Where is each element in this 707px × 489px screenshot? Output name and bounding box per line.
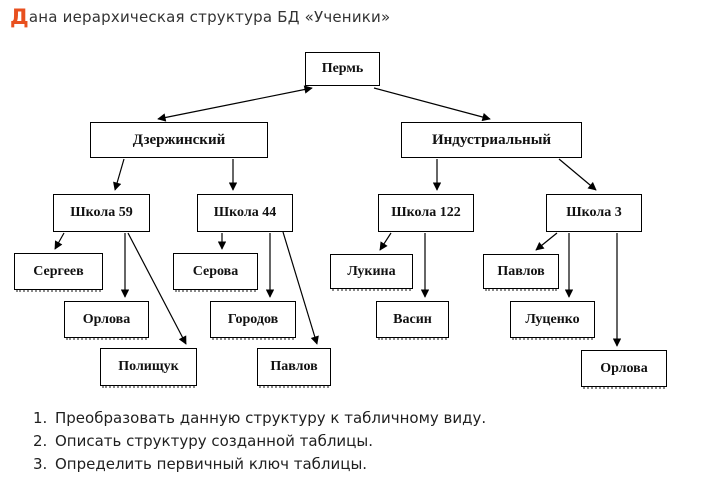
node-orlova-school3: Орлова xyxy=(581,350,667,389)
task-number: 1. xyxy=(33,409,48,427)
task-item: 1. Преобразовать данную структуру к табл… xyxy=(33,407,486,430)
node-lutsenko: Луценко xyxy=(510,301,595,340)
arrow-school44-pavlov xyxy=(282,231,319,345)
arrow-dzerzhinsky-school59 xyxy=(113,158,125,191)
node-lukina: Лукина xyxy=(330,254,413,291)
arrow-perm-industrialny xyxy=(373,87,491,122)
title-text: ана иерархическая структура БД «Ученики» xyxy=(28,8,391,26)
task-number: 3. xyxy=(33,455,48,473)
node-school59: Школа 59 xyxy=(53,194,150,232)
title-drop-cap: Д xyxy=(10,5,29,29)
node-school44: Школа 44 xyxy=(197,194,293,232)
node-orlova-school59: Орлова xyxy=(64,301,149,340)
node-gorodov: Городов xyxy=(210,301,296,340)
node-serova: Серова xyxy=(173,253,258,292)
arrow-school122-lukina xyxy=(379,232,392,251)
node-sergeev: Сергеев xyxy=(14,253,103,292)
arrow-industrialny-school3 xyxy=(558,158,597,191)
node-school3: Школа 3 xyxy=(546,194,642,232)
arrow-school59-polishchuk xyxy=(127,232,187,345)
node-polishchuk: Полищук xyxy=(100,348,197,388)
task-list: 1. Преобразовать данную структуру к табл… xyxy=(33,407,486,476)
arrow-school3-pavlov xyxy=(535,232,558,251)
task-text: Определить первичный ключ таблицы. xyxy=(55,455,368,473)
node-pavlov-school44: Павлов xyxy=(257,348,331,388)
arrow-perm-dzerzhinsky xyxy=(157,85,313,122)
task-number: 2. xyxy=(33,432,48,450)
node-perm: Пермь xyxy=(305,52,380,86)
node-school122: Школа 122 xyxy=(378,194,474,232)
task-item: 2. Описать структуру созданной таблицы. xyxy=(33,430,486,453)
node-dzerzhinsky: Дзержинский xyxy=(90,122,268,158)
node-vasin: Васин xyxy=(376,301,449,340)
task-item: 3. Определить первичный ключ таблицы. xyxy=(33,453,486,476)
task-text: Преобразовать данную структуру к табличн… xyxy=(55,409,487,427)
node-pavlov-school3: Павлов xyxy=(483,254,559,291)
arrow-school59-sergeev xyxy=(54,232,65,250)
task-text: Описать структуру созданной таблицы. xyxy=(55,432,373,450)
page-title: Дана иерархическая структура БД «Ученики… xyxy=(10,5,390,29)
node-industrialny: Индустриальный xyxy=(401,122,582,158)
